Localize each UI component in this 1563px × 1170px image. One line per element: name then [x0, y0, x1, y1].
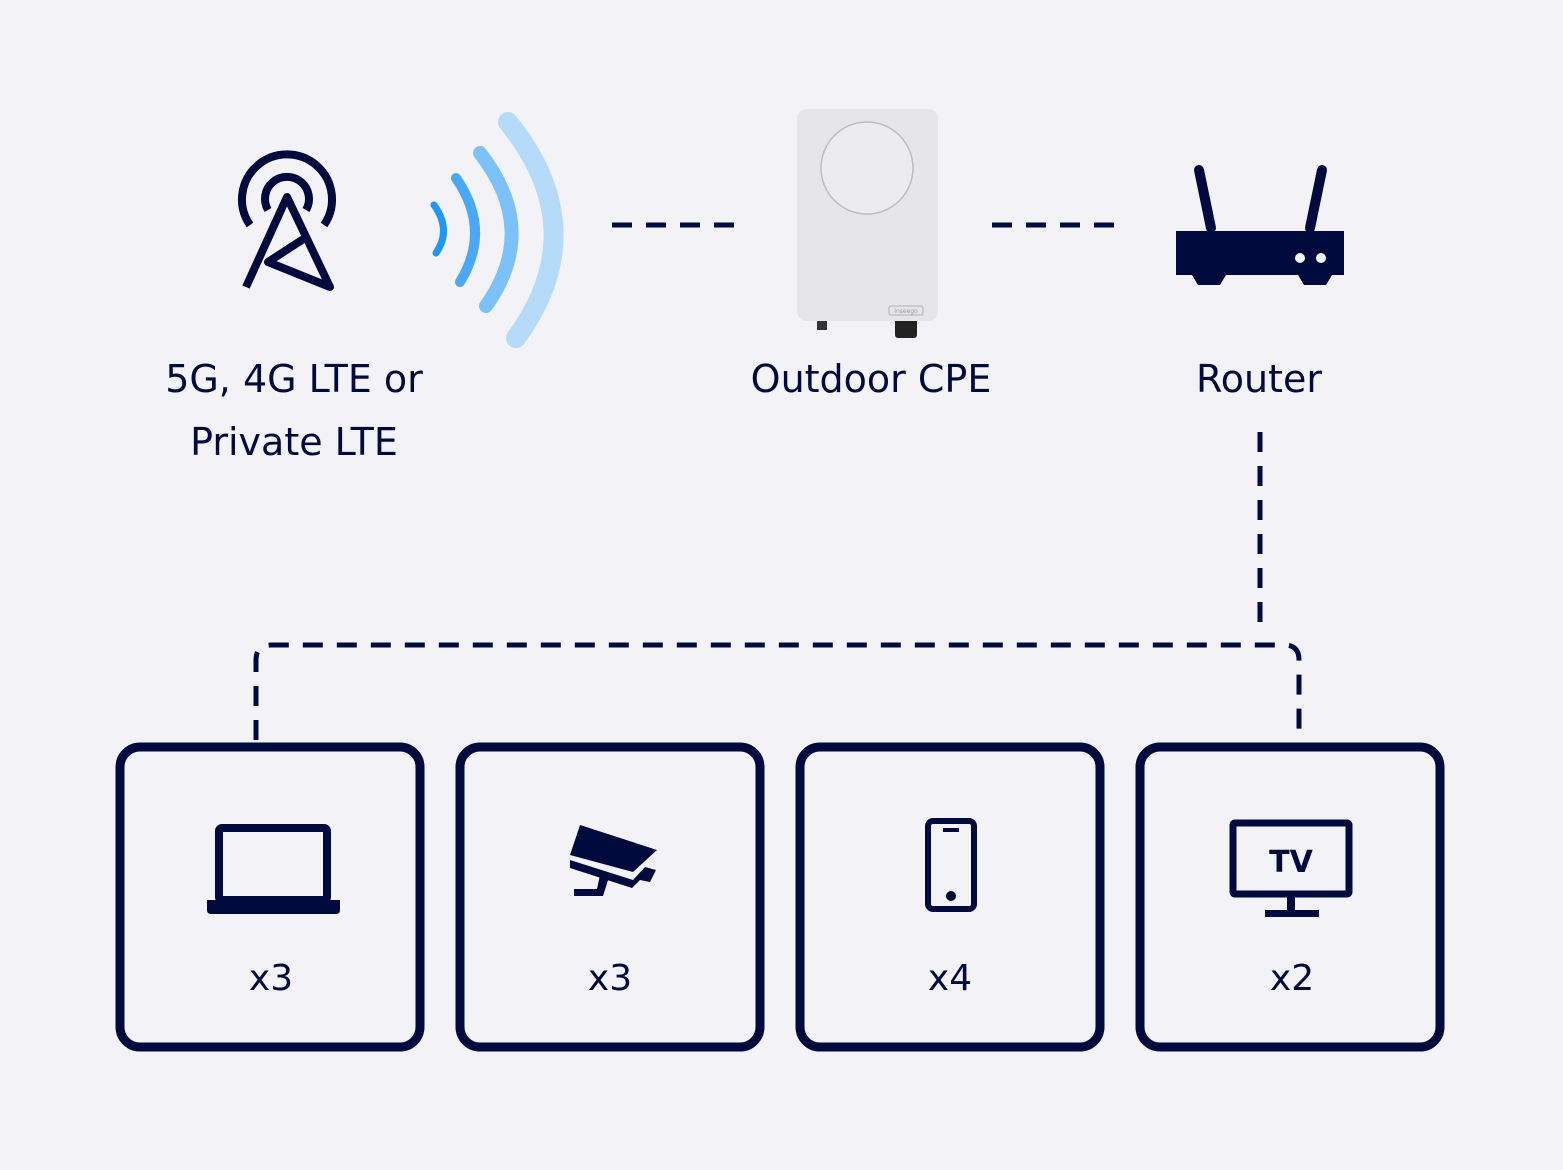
signal-waves-icon [430, 112, 564, 348]
device-card-phone: x4 [795, 742, 1105, 1052]
cpe-brand-logo: Inseego [894, 308, 918, 315]
tv-icon-text: TV [1269, 845, 1313, 880]
device-count: x2 [1270, 958, 1314, 999]
device-card-camera: x3 [455, 742, 765, 1052]
router-label: Router [1196, 357, 1322, 401]
device-card-laptop: x3 [115, 742, 425, 1052]
cpe-label: Outdoor CPE [751, 357, 992, 401]
device-count: x3 [249, 958, 293, 999]
device-count: x4 [928, 958, 972, 999]
tower-label-line1: 5G, 4G LTE or [165, 357, 423, 401]
router-icon [1176, 165, 1344, 285]
outdoor-cpe-image: Inseego [797, 109, 938, 338]
connector-device-bus [253, 642, 1302, 740]
cell-tower-icon [238, 150, 336, 291]
security-camera-icon [570, 825, 657, 896]
laptop-icon [207, 824, 340, 914]
device-count: x3 [588, 958, 632, 999]
tv-icon: TV [1229, 819, 1353, 917]
tower-label-line2: Private LTE [190, 420, 398, 464]
smartphone-icon [925, 818, 977, 912]
device-card-tv: TV x2 [1135, 742, 1445, 1052]
